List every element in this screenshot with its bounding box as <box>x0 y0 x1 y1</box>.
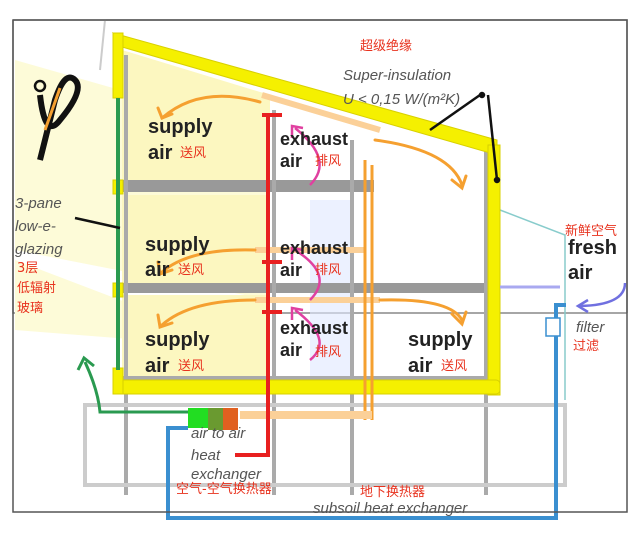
insulation-u-value: U < 0,15 W/(m²K) <box>343 91 460 108</box>
exhaust-out-arrow <box>83 361 188 414</box>
exhaust-air-duct <box>235 113 282 457</box>
exhaust-air-label-floor2: exhaust air 排风 <box>280 238 348 280</box>
supply-word: supply <box>408 329 473 351</box>
leader-lines <box>74 91 501 230</box>
heat-exchanger-label-1: air to air <box>191 425 246 442</box>
supply-air-label-floor2: supply air 送风 <box>145 234 210 281</box>
subsoil-pipe <box>166 303 566 520</box>
exhaust-air-label-floor3: exhaust air 排风 <box>280 129 348 171</box>
supply-word: supply <box>145 329 210 351</box>
air-word: air <box>280 151 302 171</box>
insulation-cn-label: 超级绝缘 <box>360 38 412 54</box>
glazing-label-3: glazing <box>15 241 63 258</box>
supply-word: supply <box>145 234 210 256</box>
glazing-line <box>116 98 120 370</box>
glazing-label-2: low-e- <box>15 218 56 235</box>
supply-air-arrows <box>156 94 468 329</box>
air-word: air <box>145 259 170 281</box>
fresh-air-arrow <box>579 282 627 308</box>
air-word: air <box>408 355 433 377</box>
fresh-air-cn: 新鲜空气 <box>565 223 617 239</box>
filter-box <box>545 317 561 337</box>
supply-air-label-floor1-right: supply air 送风 <box>408 329 473 377</box>
subsoil-label: subsoil heat exchanger <box>313 500 468 517</box>
air-word: air <box>280 340 302 360</box>
subsoil-cn: 地下换热器 <box>360 485 425 500</box>
exhaust-air-arrows <box>290 124 321 361</box>
glazing-cn-3: 玻璃 <box>17 301 43 316</box>
air-word: air <box>148 142 173 164</box>
supply-cn: 送风 <box>178 359 204 374</box>
heat-exchanger-label-3: exchanger <box>191 466 262 483</box>
exhaust-cn: 排风 <box>315 345 341 360</box>
fresh-word: fresh <box>568 237 617 259</box>
heat-exchanger-cn: 空气-空气换热器 <box>176 481 272 497</box>
passive-house-logo <box>33 74 81 161</box>
exhaust-air-label-floor1: exhaust air 排风 <box>280 318 348 360</box>
supply-air-label-floor1-left: supply air 送风 <box>145 329 210 377</box>
exhaust-word: exhaust <box>280 238 348 258</box>
glazing-cn-1: 3层 <box>17 261 38 276</box>
air-word: air <box>280 260 302 280</box>
filter-label: filter <box>576 319 605 336</box>
filter-cn: 过滤 <box>573 339 599 354</box>
heat-exchanger-label-2: heat <box>191 447 221 464</box>
supply-air-ducts <box>240 92 381 420</box>
exhaust-word: exhaust <box>280 129 348 149</box>
fresh-air-word: air <box>568 262 593 284</box>
supply-cn: 送风 <box>441 359 467 374</box>
super-insulation-envelope <box>111 32 501 396</box>
supply-cn: 送风 <box>180 146 206 161</box>
heat-exchanger-unit <box>188 408 238 430</box>
supply-word: supply <box>148 116 213 138</box>
insulation-label: Super-insulation <box>343 67 451 84</box>
glazing-cn-2: 低辐射 <box>17 280 56 296</box>
air-word: air <box>145 355 170 377</box>
supply-air-label-floor3: supply air 送风 <box>148 116 213 164</box>
supply-cn: 送风 <box>178 263 204 278</box>
outer-border <box>12 19 628 513</box>
exhaust-cn: 排风 <box>315 154 341 169</box>
exhaust-word: exhaust <box>280 318 348 338</box>
glazing-label-1: 3-pane <box>15 195 62 212</box>
exhaust-cn: 排风 <box>315 263 341 278</box>
